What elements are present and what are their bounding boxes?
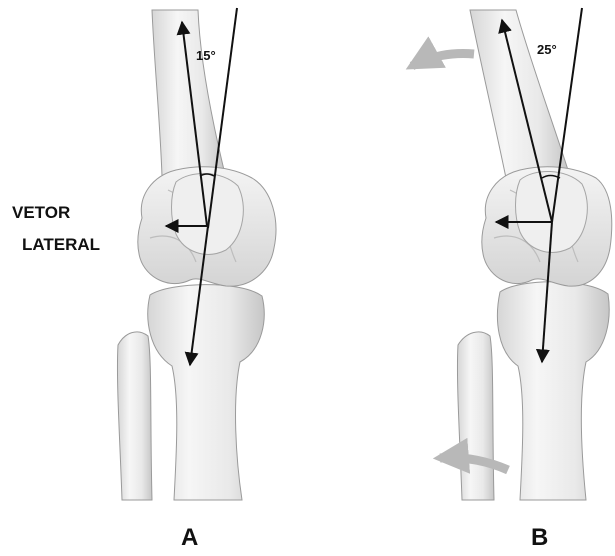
angle-label-a: 15° (196, 48, 216, 63)
fibula-bone-a (117, 332, 152, 500)
femoral-rotation-arrow (412, 54, 474, 67)
angle-label-b: 25° (537, 42, 557, 57)
femur-bone-a (152, 10, 224, 176)
panel-b: 25° B (412, 8, 612, 551)
tibia-bone-b (497, 282, 609, 500)
vector-label-line1: VETOR (12, 203, 70, 222)
panel-letter-a: A (181, 524, 198, 551)
panel-letter-b: B (531, 524, 548, 551)
fibula-bone-b (457, 332, 494, 500)
vector-label-line2: LATERAL (22, 235, 100, 254)
femur-bone-b (470, 10, 568, 178)
tibia-bone-a (148, 285, 264, 500)
panel-a: 15° VETOR LATERAL A (12, 8, 276, 551)
patella-a (172, 173, 244, 254)
